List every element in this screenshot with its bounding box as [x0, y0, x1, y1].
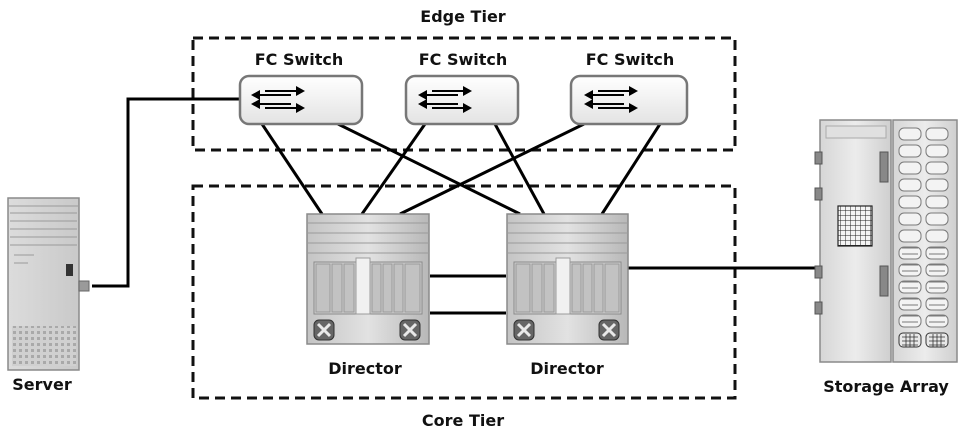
director-2: [506, 213, 629, 345]
fan-icon: [513, 319, 535, 341]
link-switch-3-to-director-1: [399, 122, 585, 216]
fc-switch-1: [238, 74, 364, 126]
fan-icon: [313, 319, 335, 341]
link-server-to-switch-1: [92, 97, 240, 288]
link-switch-1-to-director-1: [260, 123, 324, 215]
connection-links: [92, 97, 822, 315]
storage-array-label: Storage Array: [823, 377, 949, 396]
link-switch-1-to-director-2: [337, 122, 521, 216]
director-1: [306, 213, 430, 345]
core-tier-boundary: [191, 184, 737, 400]
link-switch-3-to-director-2: [600, 123, 662, 215]
director-2-label: Director: [530, 359, 604, 378]
link-switch-2-to-director-2: [493, 123, 546, 215]
fc-switch-2-label: FC Switch: [419, 50, 508, 69]
fan-icon: [399, 319, 421, 341]
edge-tier-boundary: [191, 36, 737, 152]
storage-array: [814, 119, 958, 363]
fc-switch-3: [569, 74, 689, 126]
fc-switch-1-label: FC Switch: [255, 50, 344, 69]
fan-icon: [598, 319, 620, 341]
fc-switch-3-label: FC Switch: [586, 50, 675, 69]
director-1-label: Director: [328, 359, 402, 378]
link-switch-2-to-director-1: [360, 123, 427, 215]
edge-tier-label: Edge Tier: [420, 7, 506, 26]
server-label: Server: [12, 375, 72, 394]
server: [7, 197, 90, 371]
core-tier-label: Core Tier: [422, 411, 504, 430]
fc-switch-2: [404, 74, 520, 126]
